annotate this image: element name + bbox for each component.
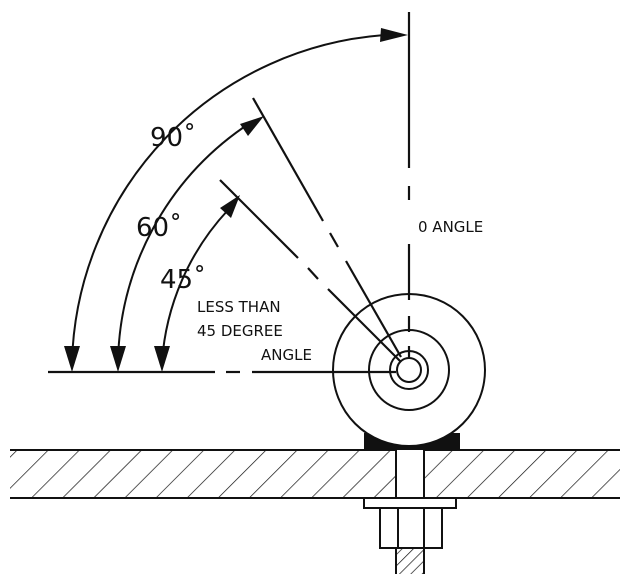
base-plate <box>10 449 620 499</box>
label-90-degrees: 90˚ <box>150 123 196 153</box>
forty-five-degree-line <box>219 179 401 362</box>
arc-60-dimension <box>110 116 264 372</box>
arrowhead-45-top <box>220 195 240 218</box>
sixty-degree-line <box>252 97 402 358</box>
label-60-degrees: 60˚ <box>136 213 182 243</box>
label-zero-angle: 0 ANGLE <box>418 218 483 236</box>
label-45-degrees: 45˚ <box>160 265 206 295</box>
bolt-shank <box>395 450 425 498</box>
arrowhead-45-bottom <box>154 346 170 372</box>
threaded-end <box>395 548 425 574</box>
arc-45-dimension <box>154 195 240 372</box>
nut <box>379 507 443 549</box>
label-less-than-line1: LESS THAN <box>197 298 281 316</box>
label-less-than-line2: 45 DEGREE <box>197 322 283 340</box>
arrowhead-60-top <box>240 116 264 136</box>
arrowhead-90-bottom <box>64 346 80 372</box>
arrowhead-90-top <box>380 28 408 42</box>
arc-90-dimension <box>64 28 408 372</box>
label-less-than-line3: ANGLE <box>261 346 312 364</box>
arrowhead-60-bottom <box>110 346 126 372</box>
washer <box>363 497 457 509</box>
